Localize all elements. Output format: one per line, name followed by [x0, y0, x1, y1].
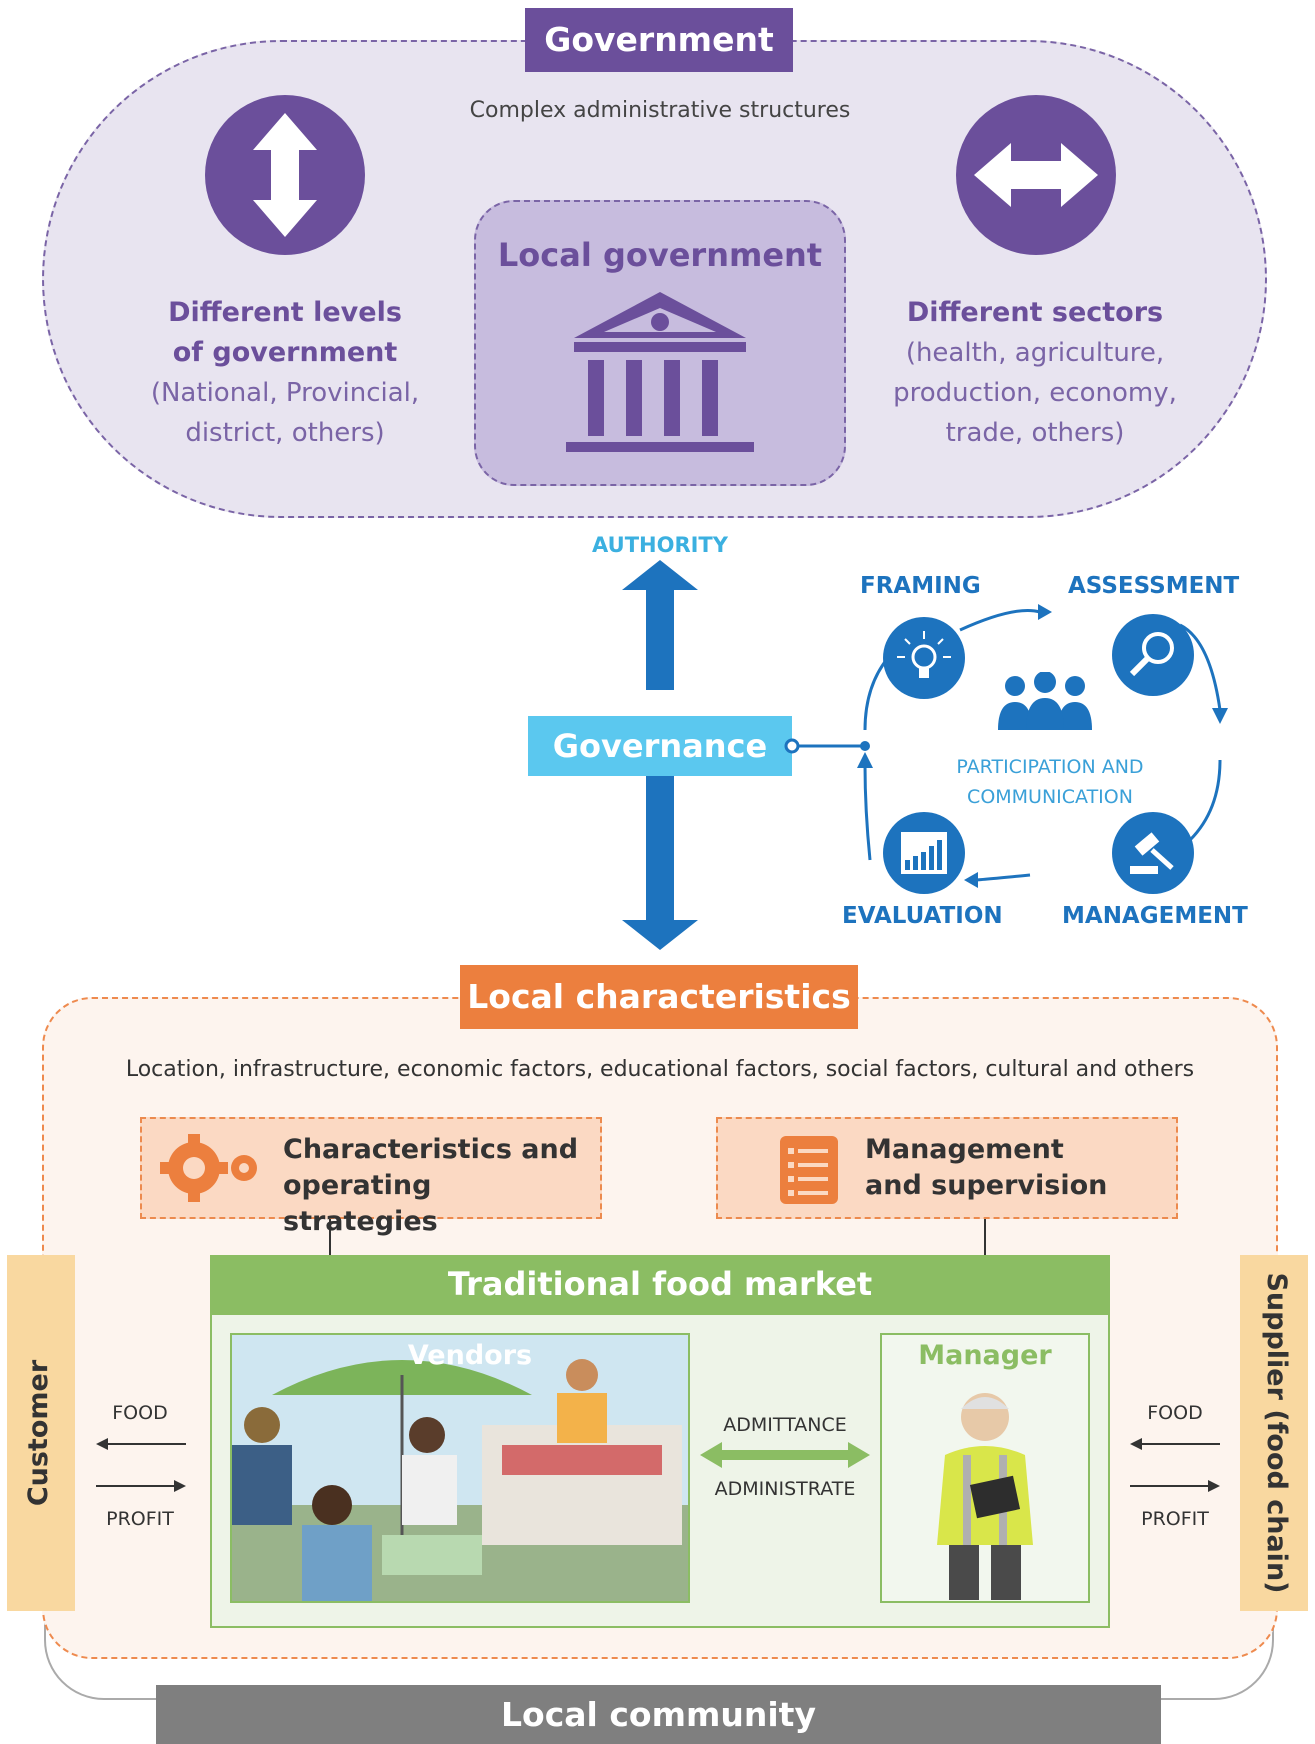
lightbulb-icon [883, 617, 965, 699]
vendors-illustration [230, 1333, 690, 1603]
participation-line2: COMMUNICATION [967, 786, 1133, 808]
government-levels: Different levels of government (National… [120, 293, 450, 453]
checklist-icon [780, 1136, 838, 1204]
bar-chart-icon [883, 812, 965, 894]
government-title: Government [525, 8, 793, 72]
supplier-food-label: FOOD [1147, 1402, 1203, 1424]
customer-label: Customer [23, 1359, 54, 1507]
supplier-profit-arrow [1130, 1480, 1220, 1492]
horizontal-arrow-icon [956, 95, 1116, 255]
authority-label: AUTHORITY [592, 533, 728, 557]
government-subtitle: Complex administrative structures [469, 98, 851, 123]
characteristics-line1: Characteristics and [283, 1134, 579, 1165]
government-building-icon [560, 290, 760, 460]
levels-title-line1: Different levels [168, 297, 402, 328]
participation-line1: PARTICIPATION AND [956, 756, 1144, 778]
gears-icon [158, 1132, 268, 1204]
sectors-detail-line3: trade, others) [945, 418, 1125, 448]
admittance-label: ADMITTANCE [723, 1414, 847, 1436]
participation-text: PARTICIPATION AND COMMUNICATION [910, 752, 1190, 812]
manager-label: Manager [918, 1340, 1052, 1371]
customer-food-arrow [96, 1438, 186, 1450]
vertical-arrow-icon [205, 95, 365, 255]
evaluation-label: EVALUATION [842, 903, 1003, 929]
customer-profit-arrow [96, 1480, 186, 1492]
administrate-label: ADMINISTRATE [714, 1478, 856, 1500]
government-sectors: Different sectors (health, agriculture, … [860, 293, 1210, 453]
sectors-title: Different sectors [906, 297, 1164, 328]
levels-title-line2: of government [172, 337, 398, 368]
customer-bar [7, 1255, 75, 1611]
governance-cycle-diagram [784, 604, 1228, 888]
governance-box: Governance [528, 716, 792, 776]
vendors-label: Vendors [407, 1340, 533, 1371]
management-line1: Management [865, 1134, 1064, 1165]
people-icon [990, 671, 1100, 732]
customer-food-label: FOOD [112, 1402, 168, 1424]
manager-illustration [915, 1385, 1055, 1600]
sectors-detail-line2: production, economy, [893, 378, 1177, 408]
authority-double-arrow [622, 560, 698, 950]
levels-detail-line1: (National, Provincial, [150, 378, 420, 408]
framing-label: FRAMING [860, 573, 981, 599]
levels-detail-line2: district, others) [185, 418, 385, 448]
local-characteristics-subtitle: Location, infrastructure, economic facto… [125, 1057, 1195, 1082]
supplier-food-arrow [1130, 1438, 1220, 1450]
supplier-profit-label: PROFIT [1141, 1508, 1209, 1530]
management-label: MANAGEMENT [1062, 903, 1248, 929]
supplier-label: Supplier (food chain) [1261, 1272, 1292, 1594]
customer-profit-label: PROFIT [106, 1508, 174, 1530]
characteristics-line2: operating strategies [283, 1170, 438, 1237]
gavel-icon [1112, 812, 1194, 894]
assessment-label: ASSESSMENT [1068, 573, 1240, 599]
local-characteristics-title: Local characteristics [460, 965, 858, 1029]
management-line2: and supervision [865, 1170, 1108, 1201]
management-text: Management and supervision [865, 1132, 1165, 1204]
local-government-title: Local government [497, 236, 823, 274]
sectors-detail-line1: (health, agriculture, [905, 338, 1165, 368]
market-title: Traditional food market [210, 1255, 1110, 1313]
supplier-bar [1240, 1255, 1308, 1611]
admin-double-arrow [700, 1442, 870, 1468]
magnifier-icon [1112, 614, 1194, 696]
characteristics-text: Characteristics and operating strategies [283, 1132, 593, 1240]
local-community-label: Local community [156, 1685, 1161, 1744]
